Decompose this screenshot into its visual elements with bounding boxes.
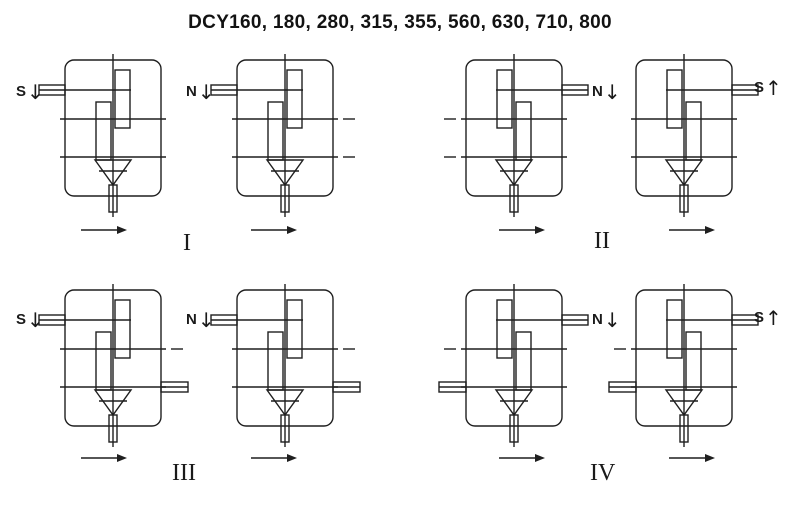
flow-arrow-icon <box>81 226 127 234</box>
direction-label-8: S↑ <box>754 306 782 330</box>
direction-letter: N <box>186 311 197 328</box>
down-arrow-icon: ↓ <box>603 308 621 332</box>
gearbox-unit-5 <box>35 284 195 449</box>
flow-arrow-icon <box>669 226 715 234</box>
up-arrow-icon: ↑ <box>765 76 782 100</box>
direction-label-3: N↓ <box>592 80 621 104</box>
direction-letter: S <box>754 309 765 326</box>
gearbox-schematic-mirrored <box>602 284 762 449</box>
flow-arrow-icon <box>251 226 297 234</box>
gearbox-unit-3 <box>432 54 592 219</box>
down-arrow-icon: ↓ <box>603 80 621 104</box>
flow-arrow-icon <box>251 454 297 462</box>
gearbox-unit-7 <box>432 284 592 449</box>
direction-label-6: N↓ <box>186 308 215 332</box>
gearbox-schematic-mirrored <box>432 54 592 219</box>
gearbox-schematic <box>207 54 367 219</box>
group-label-2: II <box>594 228 610 254</box>
direction-label-2: N↓ <box>186 80 215 104</box>
direction-label-4: S↑ <box>754 76 782 100</box>
flow-arrow-icon <box>499 454 545 462</box>
gearbox-schematic <box>35 54 195 219</box>
down-arrow-icon: ↓ <box>197 80 215 104</box>
group-label-3: III <box>172 460 196 486</box>
gearbox-unit-1 <box>35 54 195 219</box>
group-label-4: IV <box>590 460 616 486</box>
direction-label-5: S↓ <box>16 308 44 332</box>
direction-letter: N <box>186 83 197 100</box>
gearbox-schematic <box>207 284 367 449</box>
direction-letter: S <box>16 311 27 328</box>
direction-label-7: N↓ <box>592 308 621 332</box>
flow-arrow-icon <box>499 226 545 234</box>
up-arrow-icon: ↑ <box>765 306 782 330</box>
down-arrow-icon: ↓ <box>27 80 44 104</box>
gearbox-unit-2 <box>207 54 367 219</box>
gearbox-schematic-mirrored <box>432 284 592 449</box>
gearbox-schematic-mirrored <box>602 54 762 219</box>
down-arrow-icon: ↓ <box>27 308 44 332</box>
direction-letter: S <box>16 83 27 100</box>
direction-letter: S <box>754 79 765 96</box>
group-label-1: I <box>183 230 191 256</box>
direction-letter: N <box>592 311 603 328</box>
down-arrow-icon: ↓ <box>197 308 215 332</box>
flow-arrow-icon <box>81 454 127 462</box>
gearbox-unit-6 <box>207 284 367 449</box>
direction-letter: N <box>592 83 603 100</box>
gearbox-unit-8 <box>602 284 762 449</box>
page-title: DCY160, 180, 280, 315, 355, 560, 630, 71… <box>188 12 612 33</box>
direction-label-1: S↓ <box>16 80 44 104</box>
gearbox-schematic <box>35 284 195 449</box>
gearbox-unit-4 <box>602 54 762 219</box>
flow-arrow-icon <box>669 454 715 462</box>
